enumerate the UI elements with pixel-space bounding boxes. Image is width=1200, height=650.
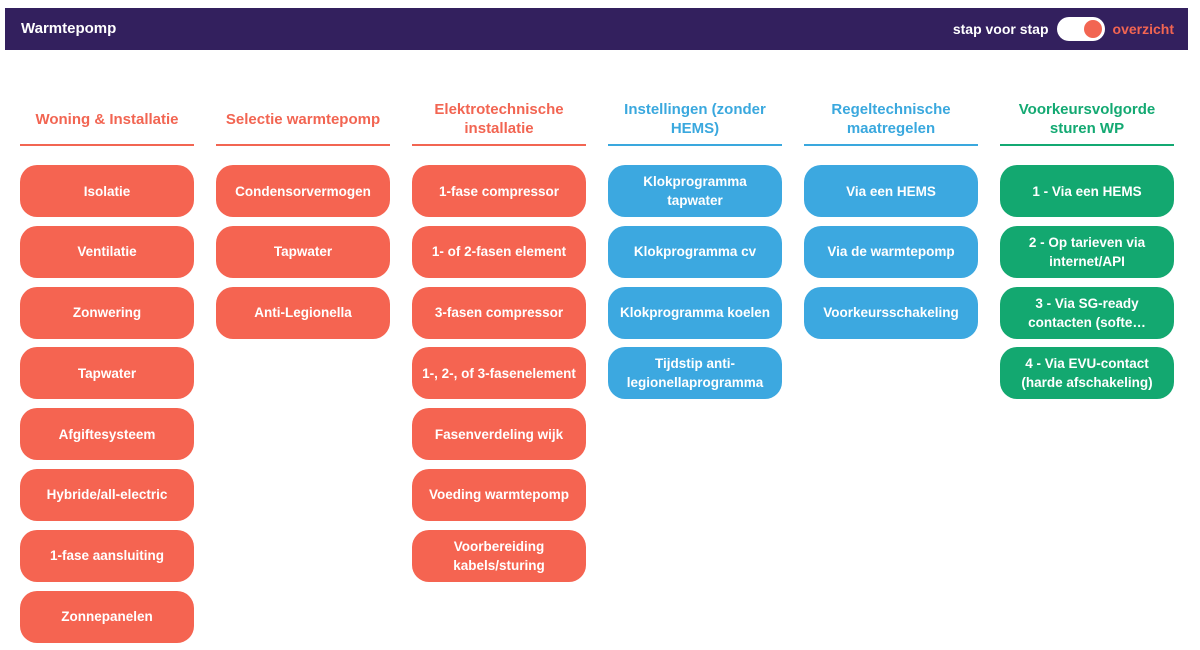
toggle-label-overview[interactable]: overzicht — [1112, 21, 1174, 37]
topic-card[interactable]: Tijdstip anti-legionellaprogramma — [608, 347, 782, 400]
toggle-label-step-by-step[interactable]: stap voor stap — [952, 21, 1049, 37]
column-6: Voorkeursvolgorde sturen WP 1 - Via een H… — [1000, 97, 1174, 408]
topic-card[interactable]: 2 - Op tarieven via internet/API — [1000, 225, 1174, 278]
topic-card[interactable]: 4 - Via EVU-contact (harde afschakeling) — [1000, 347, 1174, 400]
column-header: Woning & Installatie — [20, 97, 194, 146]
topic-card[interactable]: Via de warmtepomp — [804, 225, 978, 278]
topic-card[interactable]: Klokprogramma cv — [608, 225, 782, 278]
topic-card[interactable]: Tapwater — [20, 347, 194, 400]
column-header: Voorkeursvolgorde sturen WP — [1000, 97, 1174, 146]
topic-card[interactable]: Anti-Legionella — [216, 286, 390, 339]
topic-card[interactable]: Klokprogramma koelen — [608, 286, 782, 339]
column-header: Regeltechnische maatregelen — [804, 97, 978, 146]
topic-card[interactable]: Condensorvermogen — [216, 165, 390, 217]
topic-card[interactable]: Tapwater — [216, 225, 390, 278]
view-toggle-group: stap voor stap overzicht — [953, 17, 1174, 41]
app-title: Warmtepomp — [21, 20, 117, 37]
card-list: 1-fase compressor 1- of 2-fasen element 3-… — [412, 165, 586, 582]
column-3: Elektrotechnische installatie 1-fase comp… — [412, 97, 586, 591]
topic-card[interactable]: 1 - Via een HEMS — [1000, 165, 1174, 217]
topic-card[interactable]: Fasenverdeling wijk — [412, 408, 586, 461]
topic-card[interactable]: Zonwering — [20, 286, 194, 339]
column-4: Instellingen (zonder HEMS) Klokprogramma … — [608, 97, 782, 408]
topic-card[interactable]: Voorbereiding kabels/sturing — [412, 529, 586, 582]
topic-card[interactable]: Afgiftesysteem — [20, 408, 194, 461]
topic-card[interactable]: 1-, 2-, of 3-fasenelement — [412, 347, 586, 400]
topic-card[interactable]: Voorkeursschakeling — [804, 286, 978, 339]
toggle-knob — [1083, 20, 1102, 38]
topic-card[interactable]: Klokprogramma tapwater — [608, 165, 782, 217]
topic-card[interactable]: 1-fase aansluiting — [20, 529, 194, 582]
topic-card[interactable]: Ventilatie — [20, 225, 194, 278]
topic-card[interactable]: Via een HEMS — [804, 165, 978, 217]
topic-card[interactable]: 3 - Via SG-ready contacten (softe… — [1000, 286, 1174, 339]
topic-card[interactable]: 1-fase compressor — [412, 165, 586, 217]
column-header: Elektrotechnische installatie — [412, 97, 586, 146]
topic-card[interactable]: Isolatie — [20, 165, 194, 217]
topic-card[interactable]: 3-fasen compressor — [412, 286, 586, 339]
column-header: Selectie warmtepomp — [216, 97, 390, 146]
view-toggle-switch[interactable] — [1056, 17, 1105, 41]
topic-card[interactable]: 1- of 2-fasen element — [412, 225, 586, 278]
topic-card[interactable]: Voeding warmtepomp — [412, 468, 586, 521]
topic-card[interactable]: Zonnepanelen — [20, 590, 194, 643]
top-bar: Warmtepomp stap voor stap overzicht — [5, 8, 1188, 50]
column-header: Instellingen (zonder HEMS) — [608, 97, 782, 146]
topic-card[interactable]: Hybride/all-electric — [20, 468, 194, 521]
card-list: 1 - Via een HEMS 2 - Op tarieven via inte… — [1000, 165, 1174, 400]
